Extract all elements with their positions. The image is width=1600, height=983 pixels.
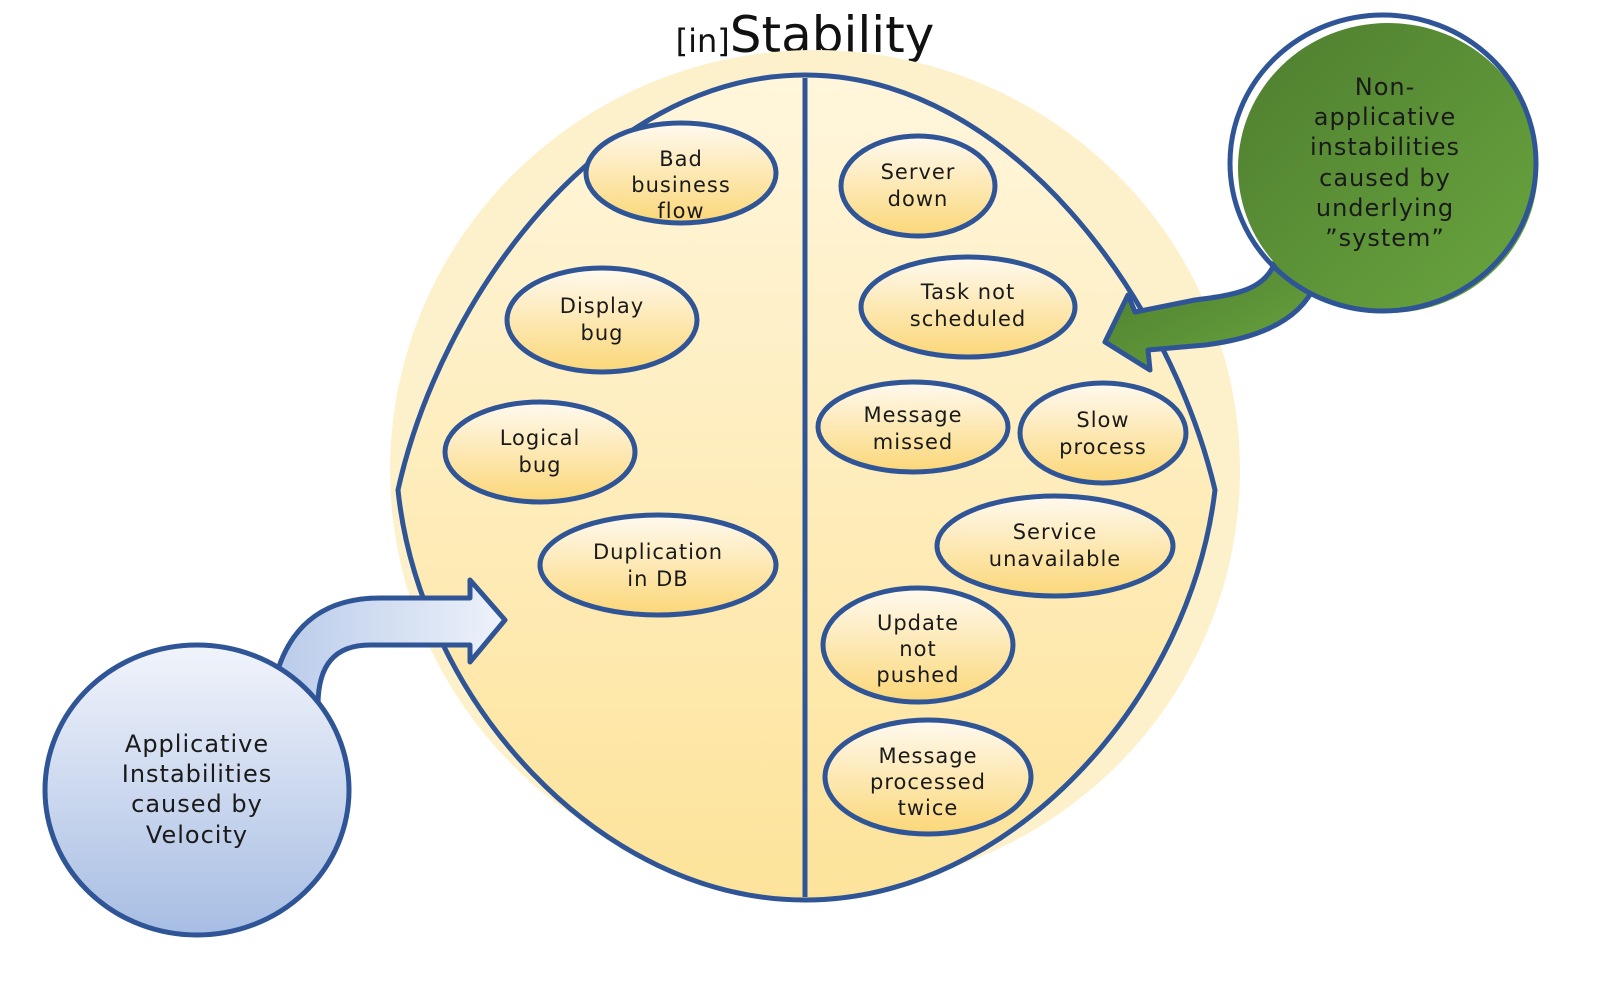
svg-text:processed: processed [870,770,986,794]
bubble-update-not-pushed: Update not pushed [820,585,1016,705]
svg-text:Applicative: Applicative [125,730,269,758]
bubble-service-unavailable: Service unavailable [934,493,1176,599]
bubble-duplication-in-db: Duplication in DB [537,512,779,618]
svg-text:underlying: underlying [1316,194,1454,222]
svg-text:applicative: applicative [1314,103,1456,131]
svg-text:missed: missed [873,430,953,454]
svg-text:unavailable: unavailable [989,547,1121,571]
bubble-task-not-scheduled: Task not scheduled [858,254,1078,360]
bubble-display-bug: Display bug [504,265,700,375]
svg-text:Message: Message [878,744,977,768]
bubble-message-missed: Message missed [815,379,1011,475]
bubble-label: flow [657,199,704,223]
arrow-right-icon [272,577,508,708]
svg-text:Logical: Logical [500,426,581,450]
applicative-circle: Applicative Instabilities caused by Velo… [42,642,352,938]
svg-text:Velocity: Velocity [146,821,248,849]
svg-text:scheduled: scheduled [910,307,1026,331]
svg-text:Update: Update [877,611,959,635]
bubble-server-down: Server down [838,133,998,239]
svg-text:Duplication: Duplication [593,540,723,564]
svg-text:Non-: Non- [1355,73,1416,101]
bubble-message-processed-twice: Message processed twice [822,717,1034,837]
svg-text:in DB: in DB [627,567,688,591]
svg-text:down: down [888,187,949,211]
non-applicative-circle: Non- applicative instabilities caused by… [1227,12,1539,314]
svg-text:instabilities: instabilities [1310,133,1460,161]
svg-text:”system”: ”system” [1325,224,1445,252]
svg-text:Display: Display [560,294,644,318]
svg-text:pushed: pushed [876,663,959,687]
svg-text:bug: bug [519,453,562,477]
svg-text:Slow: Slow [1076,408,1129,432]
bubble-label: business [631,173,731,197]
svg-text:Instabilities: Instabilities [122,760,273,788]
bubble-slow-process: Slow process [1017,380,1189,486]
svg-text:Service: Service [1013,520,1098,544]
svg-text:Task not: Task not [920,280,1015,304]
svg-text:not: not [899,637,936,661]
arrow-left-icon [1102,259,1318,373]
svg-text:Message: Message [863,403,962,427]
bubble-logical-bug: Logical bug [442,399,638,505]
svg-text:caused by: caused by [131,790,263,818]
svg-text:twice: twice [898,796,959,820]
svg-text:bug: bug [581,321,624,345]
svg-text:Server: Server [881,160,956,184]
svg-text:caused by: caused by [1319,164,1451,192]
svg-text:process: process [1059,435,1147,459]
bubble-label: Bad [659,147,703,171]
